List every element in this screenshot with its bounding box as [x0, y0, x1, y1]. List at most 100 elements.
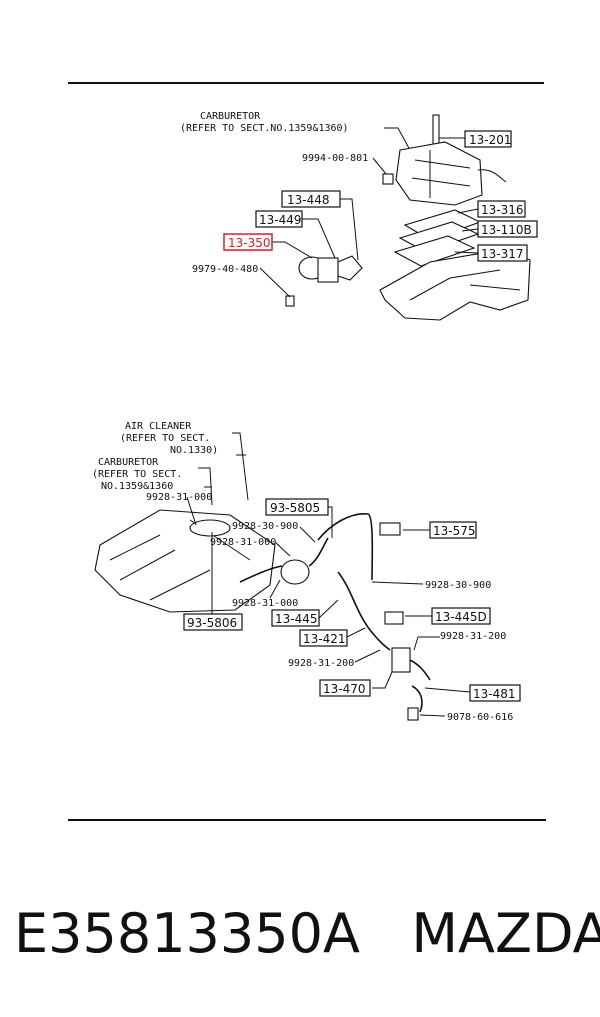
- callout-93-5805-label: 93-5805: [270, 501, 320, 515]
- footer-brand: MAZDA: [411, 902, 600, 965]
- leader-13-350: [272, 241, 313, 259]
- leader-13-110b: [461, 228, 479, 232]
- carb-top: [189, 519, 231, 537]
- air-note-line2: (REFER TO SECT.: [120, 433, 210, 444]
- hose-pump-in: [239, 565, 283, 583]
- callout-13-201-label: 13-201: [469, 133, 512, 147]
- callout-13-448-label: 13-448: [287, 193, 330, 207]
- leader-13-448: [340, 198, 359, 261]
- fuel-filter: [391, 647, 411, 673]
- callout-13-575[interactable]: [429, 521, 477, 539]
- carb2-note-line3: NO.1359&1360: [101, 481, 173, 492]
- bolt-9078: [407, 707, 419, 721]
- callout-93-5805[interactable]: [265, 498, 329, 516]
- part-9928-31-000-b: 9928-31-000: [210, 537, 276, 548]
- leader-13-316: [457, 208, 479, 214]
- carburetor-body: [395, 141, 483, 206]
- engine-detail: [109, 519, 251, 601]
- top-divider: [68, 82, 544, 84]
- callout-13-445-label: 13-445: [275, 612, 318, 626]
- callout-13-421[interactable]: [299, 629, 348, 647]
- footer-part-code: E35813350A: [14, 902, 360, 965]
- leader-9928-30-900-b: [371, 581, 424, 585]
- callout-13-421-label: 13-421: [303, 632, 346, 646]
- leader-9979: [259, 267, 291, 298]
- top-diagram: CARBURETOR (REFER TO SECT.NO.1359&1360) …: [180, 111, 538, 321]
- leader-13-449: [300, 218, 336, 259]
- callout-13-575-label: 13-575: [433, 524, 476, 538]
- bottom-divider: [68, 819, 546, 821]
- footer-caption: E35813350A MAZDA: [14, 902, 600, 965]
- part-9928-30-900-b: 9928-30-900: [425, 580, 491, 591]
- manifold-detail: [409, 269, 521, 301]
- small-nut-9994: [382, 173, 394, 185]
- fuel-line-lower: [337, 571, 391, 651]
- leader-9078: [419, 714, 446, 717]
- part-9994-00-801: 9994-00-801: [302, 153, 368, 164]
- callout-13-201[interactable]: [464, 130, 512, 148]
- intake-manifold: [379, 249, 531, 321]
- pump-gasket: [337, 255, 363, 281]
- engine-block: [94, 509, 276, 613]
- leader-9928-31-000-c: [269, 579, 281, 599]
- callout-13-470-label: 13-470: [323, 682, 366, 696]
- callout-13-317-label: 13-317: [481, 247, 524, 261]
- part-9928-30-900-a: 9928-30-900: [232, 521, 298, 532]
- leader-9928-31-000-b: [274, 541, 291, 557]
- carburetor-wire: [477, 169, 507, 183]
- leader-13-445: [318, 599, 339, 619]
- part-9928-31-200-b: 9928-31-200: [288, 658, 354, 669]
- air-note-leader: [232, 432, 249, 501]
- callout-13-350-label: 13-350: [228, 236, 271, 250]
- air-note-line1: AIR CLEANER: [125, 421, 192, 432]
- bottom-diagram: AIR CLEANER (REFER TO SECT. NO.1330) CAR…: [92, 421, 521, 723]
- leader-13-317: [454, 251, 479, 254]
- part-9979-40-480: 9979-40-480: [192, 264, 258, 275]
- leader-9928-31-200-a: [413, 636, 440, 651]
- leader-9928-30-900-a: [299, 526, 316, 543]
- leader-13-481: [424, 687, 471, 693]
- part-9928-31-000-a: 9928-31-000: [146, 492, 212, 503]
- leader-13-421: [346, 627, 366, 638]
- part-9078-60-616: 9078-60-616: [447, 712, 513, 723]
- hose-pump-out: [308, 537, 329, 567]
- part-9928-31-200-a: 9928-31-200: [440, 631, 506, 642]
- callout-13-449-label: 13-449: [259, 213, 302, 227]
- callout-13-449[interactable]: [255, 210, 303, 228]
- gasket-lower: [393, 235, 476, 267]
- leader-9994: [372, 157, 387, 175]
- carb2-note-leader: [198, 467, 213, 506]
- callout-13-316[interactable]: [477, 200, 526, 218]
- carb-note-leader: [384, 127, 411, 151]
- callout-93-5806-label: 93-5806: [187, 616, 237, 630]
- callout-13-481-label: 13-481: [473, 687, 516, 701]
- leader-9928-31-000-a: [186, 496, 197, 526]
- air-note-line3: NO.1330): [170, 445, 218, 456]
- carb2-note-line2: (REFER TO SECT.: [92, 469, 182, 480]
- callout-13-481[interactable]: [469, 684, 521, 702]
- fuel-pump-2: [280, 559, 310, 585]
- callout-13-110b[interactable]: [477, 220, 538, 238]
- leader-9928-31-200-b: [354, 649, 381, 663]
- clip-13-575: [379, 522, 401, 536]
- callout-13-445[interactable]: [271, 609, 320, 627]
- fuel-line-upper: [317, 513, 374, 581]
- carb2-note-line1: CARBURETOR: [98, 457, 159, 468]
- callout-13-470[interactable]: [319, 679, 371, 697]
- fuel-pump-body: [317, 257, 339, 283]
- callout-13-317[interactable]: [477, 244, 528, 262]
- leader-13-470: [372, 671, 393, 689]
- callout-13-445d[interactable]: [431, 607, 491, 625]
- carburetor-detail: [411, 150, 471, 198]
- bolt-9979: [285, 295, 295, 307]
- carb-note-line1: CARBURETOR: [200, 111, 261, 122]
- callout-13-316-label: 13-316: [481, 203, 524, 217]
- clip-13-445d: [384, 611, 404, 625]
- callout-13-445d-label: 13-445D: [435, 610, 487, 624]
- part-9928-31-000-c: 9928-31-000: [232, 598, 298, 609]
- callout-93-5806[interactable]: [183, 613, 243, 631]
- callout-13-350-highlighted[interactable]: [223, 233, 273, 251]
- callout-13-448[interactable]: [281, 190, 341, 208]
- carb-note-line2: (REFER TO SECT.NO.1359&1360): [180, 123, 349, 134]
